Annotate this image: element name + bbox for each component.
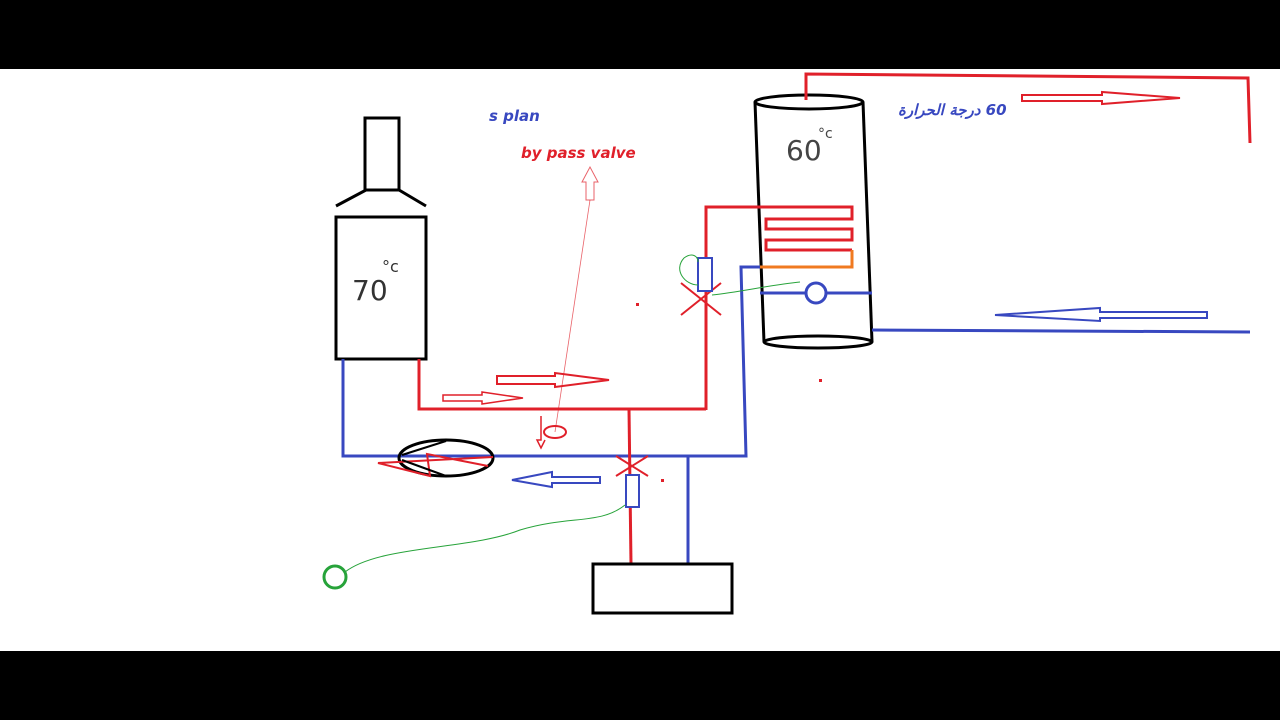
drawing-canvas bbox=[0, 69, 1280, 651]
circulating-pump bbox=[377, 438, 495, 478]
cylinder-sensor-wire bbox=[679, 254, 801, 296]
stray-dot bbox=[661, 479, 664, 482]
hot-water-temperature-label: 60 درجة الحرارة bbox=[898, 101, 1007, 119]
bypass-down-arrow bbox=[535, 416, 546, 450]
coil-flow-inlet bbox=[704, 205, 854, 410]
boiler-flow bbox=[417, 359, 706, 411]
diagram-title-s-plan: s plan bbox=[489, 107, 540, 125]
top-letterbox-bar bbox=[0, 0, 1280, 69]
radiator bbox=[591, 562, 734, 615]
bypass-valve-label: by pass valve bbox=[521, 144, 636, 162]
pump-rotor-line-2 bbox=[401, 459, 447, 477]
cylinder-heating-coil bbox=[704, 205, 854, 410]
cylinder-temperature: 60 bbox=[786, 134, 822, 167]
bypass-pointer-line bbox=[554, 199, 591, 433]
zone-valve-heating bbox=[615, 455, 649, 508]
cylinder-bottom bbox=[762, 334, 874, 350]
boiler bbox=[334, 116, 428, 361]
return-arrow-1 bbox=[511, 470, 601, 489]
hot-water-cylinder bbox=[753, 93, 874, 350]
stray-dot bbox=[819, 379, 822, 382]
return-from-cylinder bbox=[341, 265, 760, 458]
stray-dot bbox=[636, 303, 639, 306]
valve-actuator bbox=[625, 474, 640, 508]
flow-arrow-2 bbox=[442, 391, 524, 405]
boiler-temperature: 70 bbox=[352, 274, 388, 307]
room-thermostat bbox=[322, 564, 348, 590]
return-pipework bbox=[341, 265, 1251, 564]
boiler-flue-pipe bbox=[363, 116, 401, 192]
coil-outlet bbox=[760, 250, 854, 269]
valve-actuator bbox=[697, 257, 713, 292]
hot-water-outlet bbox=[804, 72, 1252, 144]
boiler-flue-hood bbox=[335, 188, 427, 208]
cold-feed-pipe bbox=[871, 328, 1251, 334]
boiler-temperature-unit: °c bbox=[382, 257, 399, 276]
cylinder-left-wall bbox=[753, 101, 766, 343]
cylinder-right-wall bbox=[861, 101, 874, 343]
cylinder-thermostat bbox=[804, 281, 828, 305]
bypass-valve bbox=[535, 165, 599, 450]
stray-marks bbox=[636, 303, 822, 482]
cylinder-temperature-unit: °c bbox=[818, 126, 833, 142]
room-thermostat-wire bbox=[344, 504, 626, 573]
cylinder-top bbox=[753, 93, 865, 111]
flow-arrows bbox=[442, 90, 1208, 489]
pump-direction-arrow bbox=[377, 452, 494, 478]
sensor-wiring bbox=[344, 254, 801, 573]
pump-rotor-line-1 bbox=[401, 440, 447, 456]
bypass-pointer-arrowhead bbox=[581, 165, 599, 201]
boiler-body bbox=[334, 215, 428, 361]
cold-feed-arrow bbox=[994, 306, 1208, 323]
flow-arrow-1 bbox=[496, 371, 610, 389]
valve-cross-b bbox=[680, 282, 722, 316]
bottom-letterbox-bar bbox=[0, 651, 1280, 720]
valve-cross-b bbox=[615, 455, 649, 477]
hot-water-out-arrow bbox=[1021, 90, 1181, 106]
zone-valve-hot-water bbox=[680, 257, 722, 316]
